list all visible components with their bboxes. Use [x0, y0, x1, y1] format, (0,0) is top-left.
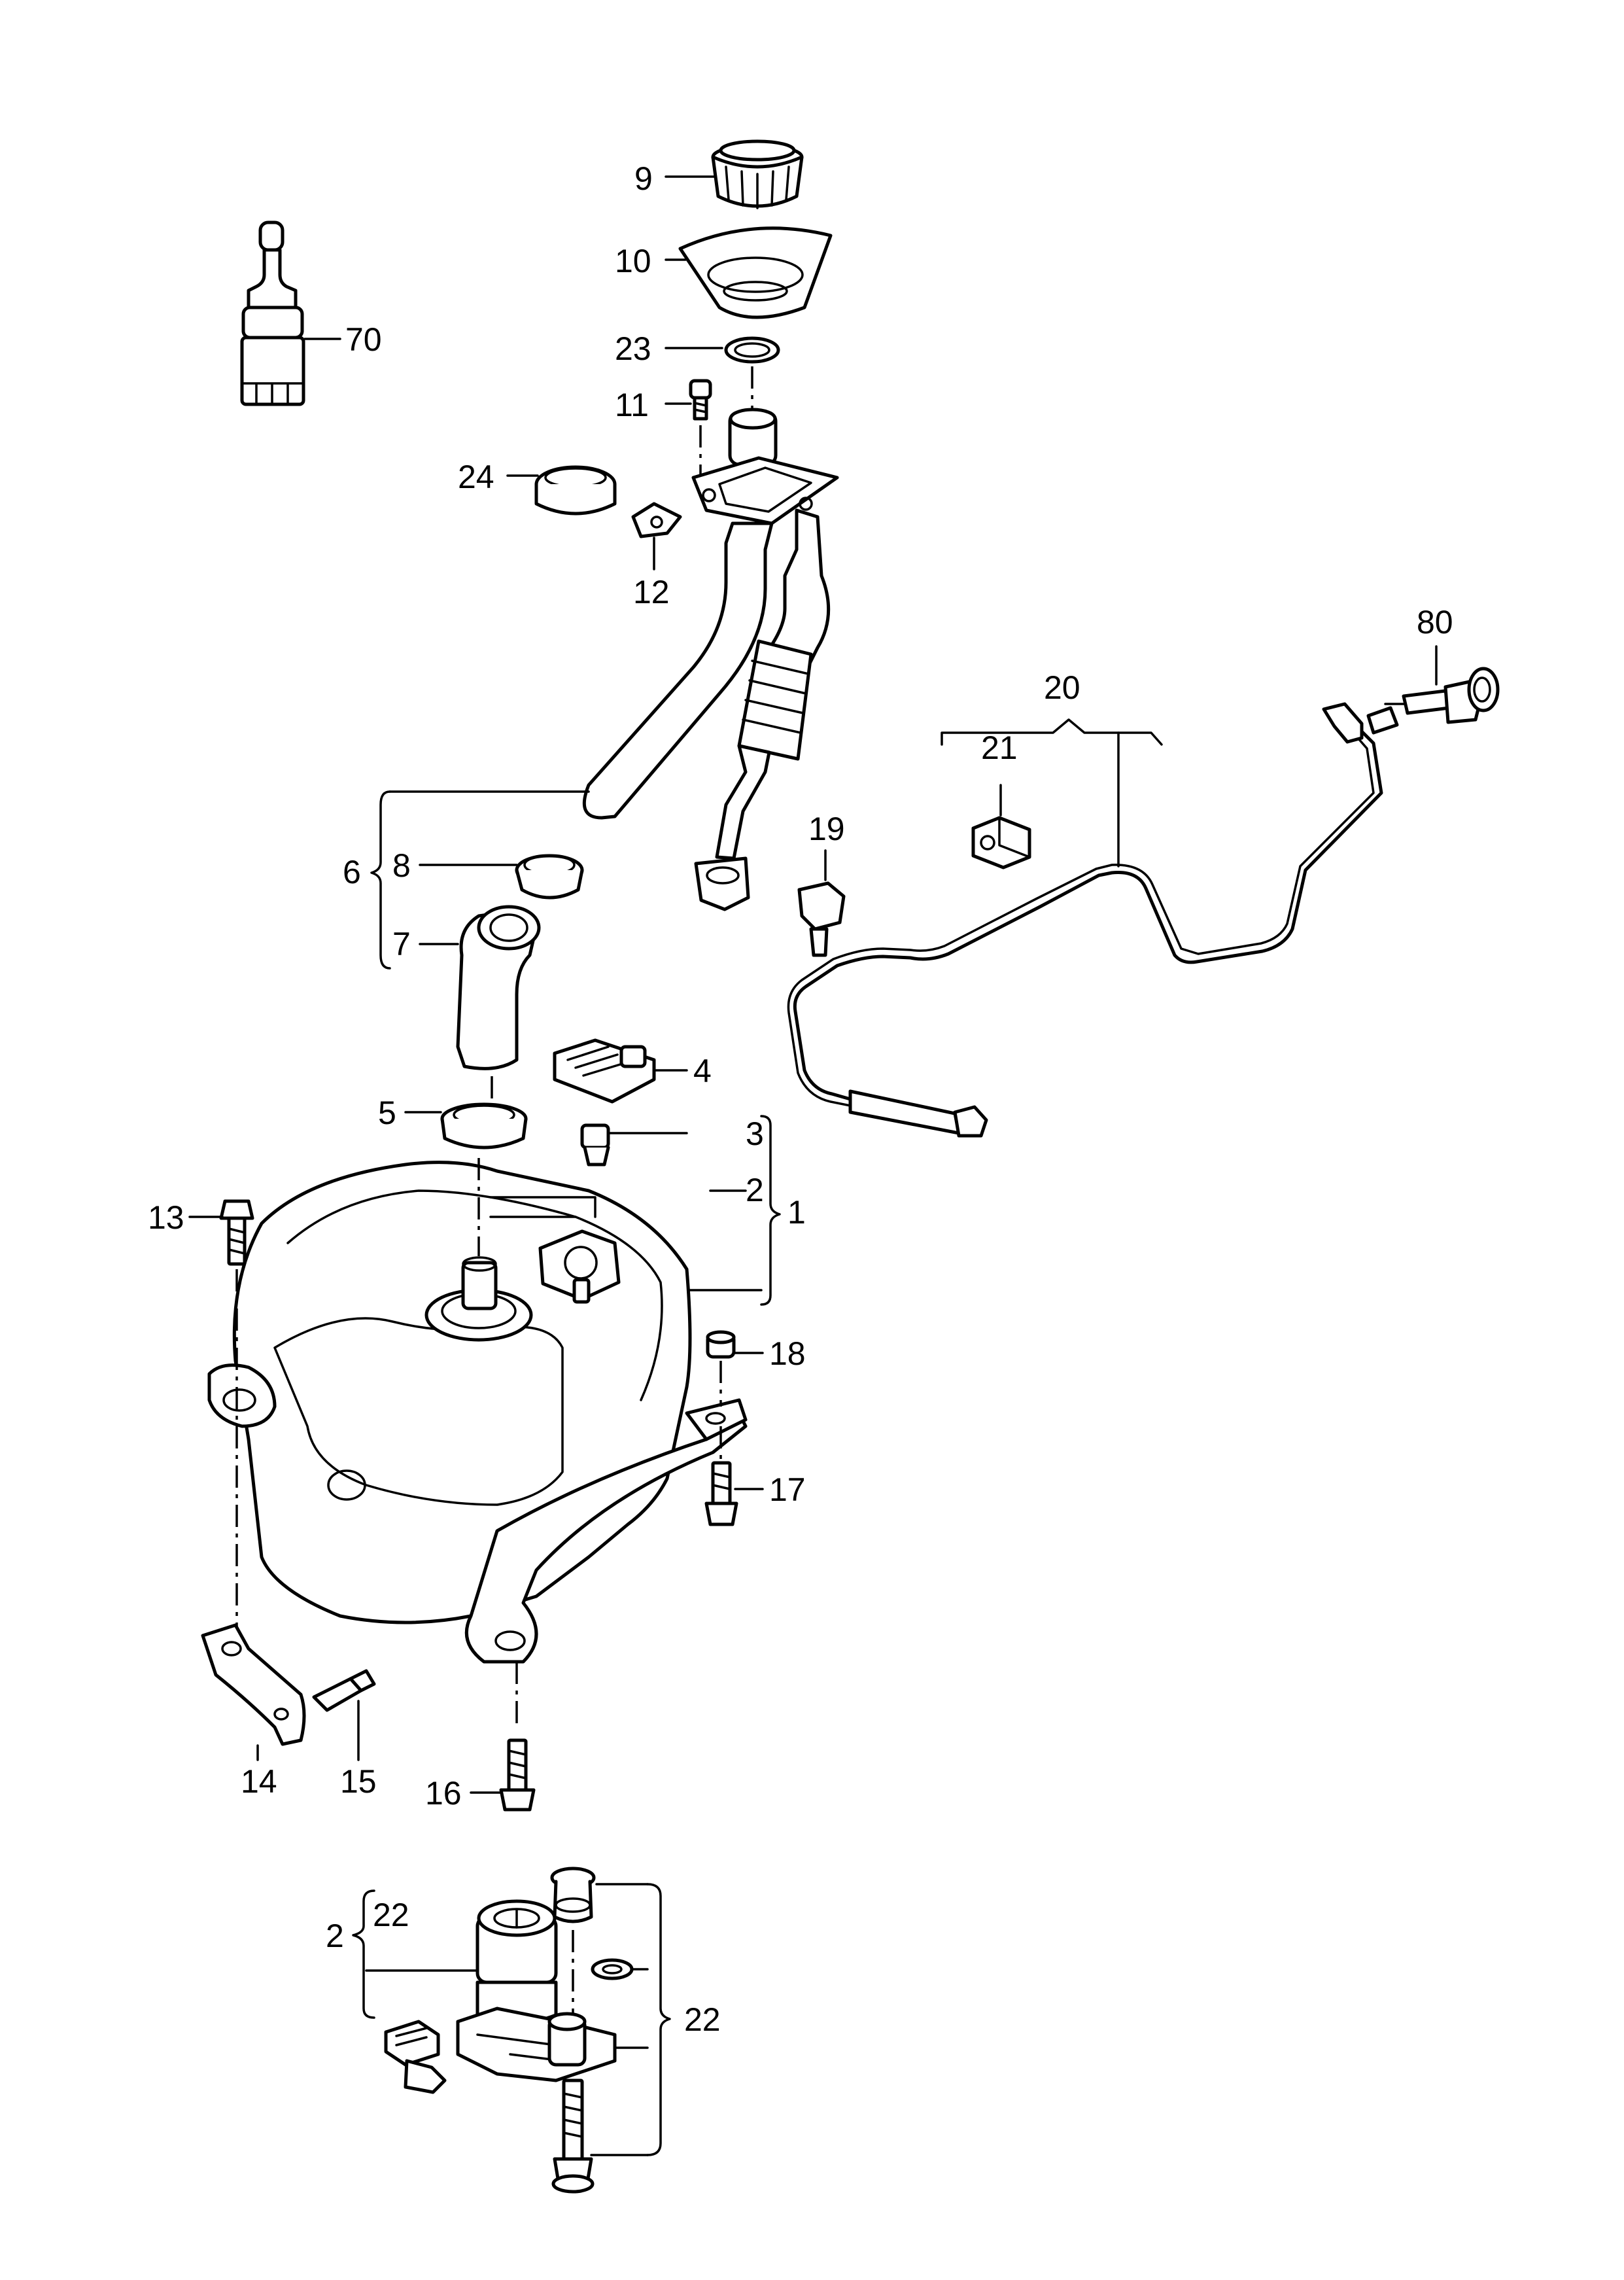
- label-19: 19: [808, 811, 845, 847]
- label-24: 24: [458, 459, 494, 495]
- label-4: 4: [693, 1053, 712, 1089]
- part-8-drawing: [515, 854, 584, 900]
- part-5-drawing: [440, 1102, 528, 1149]
- part-12-drawing: [631, 502, 682, 538]
- part-9-drawing: [711, 139, 804, 209]
- label-22-left: 22: [373, 1897, 409, 1933]
- label-14: 14: [241, 1763, 277, 1800]
- part-17-drawing: [704, 1461, 738, 1526]
- part-14-drawing: [201, 1623, 306, 1746]
- label-5: 5: [378, 1095, 396, 1131]
- part-70-drawing: [240, 220, 305, 406]
- label-7: 7: [392, 926, 411, 962]
- label-2: 2: [746, 1172, 764, 1208]
- label-22-right: 22: [684, 2001, 721, 2038]
- label-21: 21: [981, 729, 1018, 766]
- label-1: 1: [787, 1194, 806, 1231]
- part-22-pump-drawing: [384, 1899, 617, 2094]
- label-20: 20: [1044, 669, 1080, 706]
- part-80-drawing: [1384, 667, 1500, 724]
- label-70: 70: [345, 321, 382, 358]
- label-10: 10: [615, 243, 651, 279]
- filler-neck-drawing: [582, 366, 839, 911]
- part-16-drawing: [499, 1738, 536, 1812]
- tank-drawing: [207, 1158, 748, 1664]
- part-22-washer-drawing: [591, 1958, 634, 1980]
- part-18-drawing: [706, 1330, 736, 1359]
- harness-wire-drawing: [787, 702, 1399, 1138]
- part-15-drawing: [312, 1669, 376, 1712]
- label-8: 8: [392, 847, 411, 884]
- label-16: 16: [425, 1775, 462, 1812]
- part-21-drawing: [971, 816, 1031, 869]
- label-17: 17: [769, 1471, 806, 1508]
- label-18: 18: [769, 1335, 806, 1372]
- label-9: 9: [634, 160, 653, 197]
- label-3: 3: [746, 1115, 764, 1152]
- part-11-drawing: [689, 379, 712, 421]
- part-22-grommet-drawing: [550, 1867, 596, 1923]
- label-15: 15: [340, 1763, 377, 1800]
- part-13-drawing: [219, 1199, 254, 1266]
- part-3-drawing: [580, 1123, 610, 1166]
- label-13: 13: [148, 1199, 184, 1236]
- part-10-drawing: [678, 226, 833, 319]
- part-19-drawing: [797, 881, 846, 957]
- part-24-drawing: [534, 465, 617, 516]
- label-12: 12: [633, 574, 670, 610]
- label-80: 80: [1417, 604, 1453, 640]
- label-11: 11: [615, 387, 649, 423]
- part-7-drawing: [456, 905, 541, 1070]
- label-6: 6: [343, 854, 361, 890]
- part-22-bolt-drawing: [551, 1930, 595, 2194]
- label-2-bottom: 2: [326, 1918, 344, 1954]
- label-23: 23: [615, 330, 651, 367]
- part-4-drawing: [553, 1038, 656, 1104]
- part-23-drawing: [724, 336, 780, 364]
